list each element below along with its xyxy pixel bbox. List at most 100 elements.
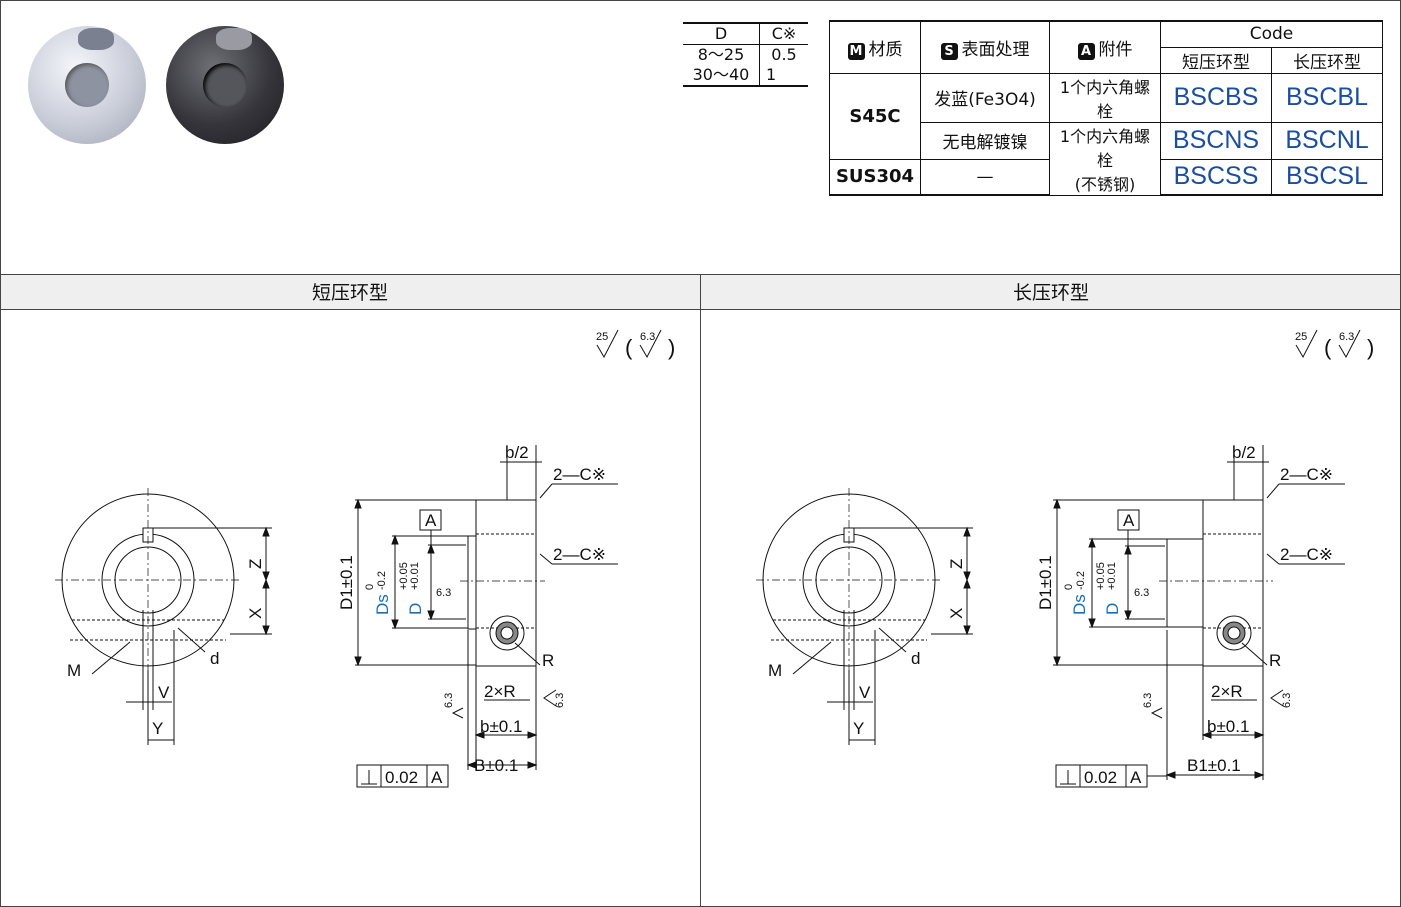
code-header: Code (1160, 20, 1383, 48)
section-title-long: 长压环型 (1012, 282, 1089, 304)
size-table-cell: 0.5 (771, 45, 797, 64)
accessory-line: (不锈钢) (1074, 174, 1136, 194)
roughness-label: 6.3 (640, 331, 655, 343)
product-code: BSCBL (1271, 72, 1383, 123)
dim-z: Z (246, 559, 265, 569)
material-cell: SUS304 (829, 158, 921, 196)
dim-2xr: 2×R (484, 682, 516, 701)
roughness-label: 6.3 (443, 693, 455, 708)
perp-datum: A (431, 768, 443, 787)
surface-cell: 无电解镀镍 (920, 121, 1050, 160)
label-r: R (1269, 651, 1281, 670)
accessory-tag: A (1077, 42, 1095, 60)
dim-b: b±0.1 (480, 717, 522, 736)
size-table-cell: 1 (759, 65, 808, 87)
label-d: d (911, 649, 920, 668)
roughness-symbol (596, 329, 662, 359)
drawing-long-type: 25 ( 6.3 ) Z X M d V Y b/2 2—C※ 2—C※ A R… (756, 329, 1374, 788)
product-code: BSCNL (1271, 121, 1383, 160)
size-table-cell: 8～25 (683, 44, 760, 65)
dim-d: D (406, 603, 425, 615)
dim-b-half: b/2 (1232, 443, 1256, 462)
product-code: BSCBS (1160, 72, 1272, 123)
chamfer-label: 2—C※ (553, 465, 606, 484)
dim-x: X (947, 608, 966, 619)
size-table: D C※ 8～25 0.5 30～40 1 (683, 22, 808, 87)
accessory-cell: 1个内六角螺栓 (1049, 72, 1161, 123)
datum-a: A (1123, 511, 1135, 530)
product-code: BSCSS (1160, 158, 1272, 196)
drawing-short-type: 25 ( 6.3 ) Z X M d V Y b/2 2—C※ 2—C※ A R… (55, 329, 675, 788)
dim-2xr: 2×R (1211, 682, 1243, 701)
dim-d1: D1±0.1 (337, 555, 356, 610)
ds-tol: 0 (1063, 584, 1075, 590)
svg-text:(: ( (625, 335, 633, 360)
product-code: BSCSL (1271, 158, 1383, 196)
d-tol: +0.01 (409, 562, 421, 590)
divider (700, 274, 701, 907)
dim-d: D (1103, 603, 1122, 615)
accessory-line: 1个内六角螺栓 (1059, 126, 1151, 170)
ds-tol: -0.2 (376, 571, 388, 590)
accessory-label: 附件 (1098, 39, 1133, 60)
material-tag: M (847, 42, 865, 60)
roughness-label: 6.3 (1281, 693, 1293, 708)
product-code: BSCNS (1160, 121, 1272, 160)
product-photo-black (166, 26, 284, 144)
chamfer-label: 2—C※ (1280, 545, 1333, 564)
size-table-header: D (683, 22, 760, 45)
dim-y: Y (853, 719, 864, 738)
size-table-cell: 30～40 (683, 65, 760, 87)
dim-big-b: B±0.1 (474, 756, 518, 775)
chamfer-label: 2—C※ (553, 545, 606, 564)
dim-ds: Ds (373, 594, 392, 615)
datum-a: A (425, 511, 437, 530)
svg-text:): ) (668, 335, 675, 360)
roughness-symbol (1295, 329, 1361, 359)
dim-v: V (859, 683, 871, 702)
roughness-label: 25 (1295, 331, 1307, 343)
dim-b-half: b/2 (505, 443, 529, 462)
d-tol: +0.05 (1095, 562, 1107, 590)
material-cell: S45C (829, 72, 921, 160)
label-m: M (768, 661, 782, 680)
dim-big-b1: B1±0.1 (1187, 756, 1241, 775)
label-r: R (542, 651, 554, 670)
roughness-label: 6.3 (1134, 587, 1149, 599)
perp-datum: A (1130, 768, 1142, 787)
roughness-label: 6.3 (436, 587, 451, 599)
d-tol: +0.01 (1106, 562, 1118, 590)
long-type-header: 长压环型 (1271, 46, 1383, 74)
surface-cell: 发蓝(Fe3O4) (920, 72, 1050, 123)
label-m: M (67, 661, 81, 680)
roughness-label: 6.3 (1142, 693, 1154, 708)
d-tol: +0.05 (398, 562, 410, 590)
size-table-header: C※ (759, 22, 808, 45)
roughness-label: 6.3 (1339, 331, 1354, 343)
perp-value: 0.02 (385, 768, 418, 787)
material-label: 材质 (868, 39, 903, 60)
svg-text:(: ( (1324, 335, 1332, 360)
dim-ds: Ds (1070, 594, 1089, 615)
chamfer-label: 2—C※ (1280, 465, 1333, 484)
perp-value: 0.02 (1084, 768, 1117, 787)
svg-text:): ) (1367, 335, 1374, 360)
dim-x: X (246, 608, 265, 619)
roughness-label: 6.3 (554, 693, 566, 708)
short-type-header: 短压环型 (1160, 46, 1272, 74)
label-d: d (210, 649, 219, 668)
surface-tag: S (940, 42, 958, 60)
product-photo-silver (28, 26, 146, 144)
dim-z: Z (947, 559, 966, 569)
dim-v: V (158, 683, 170, 702)
accessory-cell-stainless: 1个内六角螺栓 (不锈钢) (1049, 121, 1161, 196)
ds-tol: -0.2 (1075, 571, 1087, 590)
dim-b: b±0.1 (1207, 717, 1249, 736)
dim-d1: D1±0.1 (1036, 555, 1055, 610)
roughness-label: 25 (596, 331, 608, 343)
dim-y: Y (152, 719, 163, 738)
surface-cell: — (920, 158, 1050, 196)
